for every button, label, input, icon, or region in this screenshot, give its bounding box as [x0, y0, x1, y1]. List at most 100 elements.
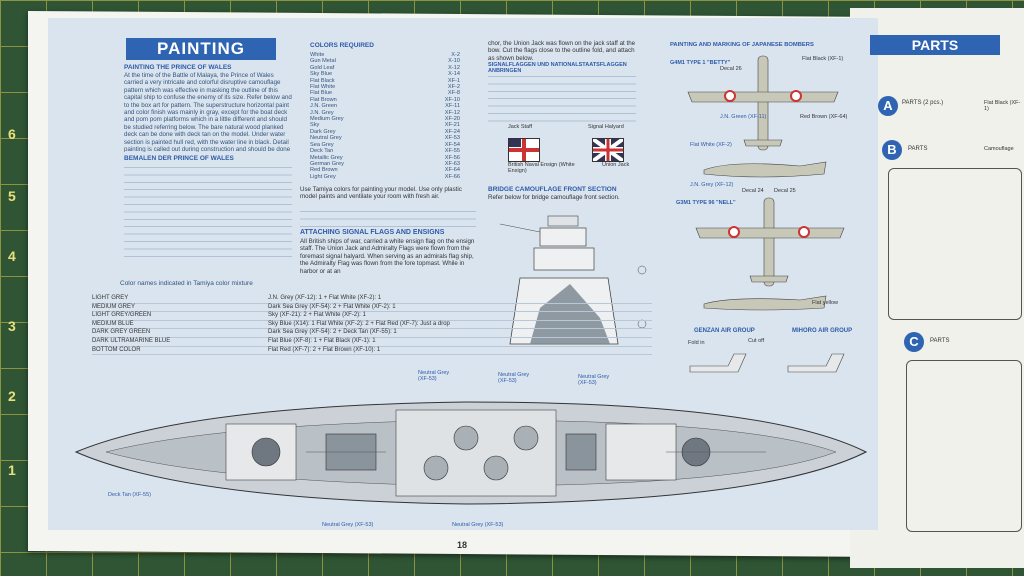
color-name: Neutral Grey — [310, 135, 342, 142]
white-ensign-label: British Naval Ensign (White Ensign) — [508, 162, 575, 174]
mixture-formula: Sky Blue (X14): 1 Flat White (XF-2): 2 +… — [268, 320, 450, 327]
color-name: German Grey — [310, 160, 344, 167]
jn-grey-label: J.N. Grey (XF-12) — [690, 182, 734, 188]
color-code: XF-24 — [444, 128, 460, 135]
color-code: XF-56 — [444, 154, 460, 161]
sprue-c — [906, 360, 1022, 532]
color-code: XF-12 — [444, 109, 460, 116]
color-name: Gun Metal — [310, 58, 336, 65]
color-code: X-12 — [448, 64, 460, 71]
color-name: Sky Blue — [310, 71, 333, 78]
mixture-name: MEDIUM BLUE — [92, 320, 134, 327]
mixture-formula: Dark Sea Grey (XF-54): 2 + Deck Tan (XF-… — [268, 329, 397, 336]
color-code: XF-11 — [445, 103, 460, 110]
color-code: XF-1 — [447, 77, 460, 84]
ruler-number: 6 — [8, 126, 16, 142]
mixture-row: DARK GREY GREEN Dark Sea Grey (XF-54): 2 … — [92, 329, 652, 338]
color-code: XF-53 — [444, 135, 460, 142]
color-row: Dark Grey XF-24 — [310, 129, 460, 135]
decal-label: Decal 26 — [720, 66, 742, 72]
signal-heading: ATTACHING SIGNAL FLAGS AND ENSIGNS — [300, 229, 445, 236]
color-code: XF-66 — [444, 173, 460, 180]
mixture-formula: Flat Blue (XF-8): 1 + Flat Black (XF-1):… — [268, 337, 376, 344]
mihoro-label: MIHORO AIR GROUP — [792, 328, 853, 334]
camouflage-label: Camouflage — [984, 146, 1014, 152]
mixture-table: LIGHT GREY J.N. Grey (XF-12): 1 + Flat Wh… — [92, 295, 652, 356]
color-code: XF-63 — [444, 160, 460, 167]
ruler-number: 5 — [8, 188, 16, 204]
color-name: J.N. Green — [310, 103, 338, 110]
signal-halyard-label: Signal Halyard — [588, 124, 624, 130]
page-title: PAINTING — [126, 38, 276, 60]
color-code: XF-20 — [444, 116, 460, 123]
ship-plan-view — [74, 401, 868, 505]
color-code: XF-64 — [444, 167, 460, 174]
color-code: X-14 — [448, 71, 460, 78]
g3m1-side-diagram — [703, 295, 827, 311]
union-jack-label: Union Jack — [602, 162, 630, 168]
color-name: White — [310, 52, 325, 58]
parts-title: PARTS — [870, 35, 1000, 55]
color-row: German Grey XF-63 — [310, 161, 460, 167]
section-heading-wales: PAINTING THE PRINCE OF WALES — [124, 64, 232, 71]
cut-off-label: Cut off — [748, 338, 765, 344]
signal-paragraph: All British ships of war, carried a whit… — [300, 238, 475, 275]
color-name: Red Brown — [310, 167, 338, 174]
mixture-formula: Dark Sea Grey (XF-54): 2 + Flat White (X… — [268, 303, 396, 310]
mixture-row: MEDIUM BLUE Sky Blue (X14): 1 Flat White … — [92, 321, 652, 330]
jn-green-label: J.N. Green (XF-11) — [720, 114, 767, 120]
g4m1-label: G4M1 TYPE 1 "BETTY" — [670, 60, 731, 66]
color-name: Sky — [310, 122, 320, 129]
mixture-name: DARK GREY GREEN — [92, 329, 151, 336]
neutral-grey-label: Neutral Grey (XF-53) — [418, 370, 450, 382]
flat-black-parts-label: Flat Black (XF-1) — [984, 100, 1021, 112]
page-number: 18 — [457, 540, 468, 550]
mixture-name: LIGHT GREY/GREEN — [92, 312, 152, 319]
parts-a-label: PARTS (2 pcs.) — [902, 100, 944, 106]
parts-c-label: PARTS — [930, 338, 950, 344]
union-jack-paragraph: chor, the Union Jack was flown on the ja… — [488, 40, 636, 62]
color-row: J.N. Green XF-11 — [310, 103, 460, 109]
tamiya-note: Use Tamiya colors for painting your mode… — [300, 186, 462, 201]
colors-required-heading: COLORS REQUIRED — [310, 42, 374, 49]
ruler-number: 1 — [8, 462, 16, 478]
color-code: XF-10 — [444, 96, 460, 103]
color-name: Sea Grey — [310, 141, 334, 148]
wales-paragraph: At the time of the Battle of Malaya, the… — [124, 72, 292, 152]
color-name: Flat Brown — [310, 96, 337, 103]
genzan-tail-diagram — [689, 353, 747, 373]
parts-b-label: PARTS — [908, 146, 928, 152]
mixture-row: MEDIUM GREY Dark Sea Grey (XF-54): 2 + Fl… — [92, 304, 652, 313]
ruler-number: 2 — [8, 388, 16, 404]
parts-b-badge: B — [882, 140, 902, 160]
mixture-formula: J.N. Grey (XF-12): 1 + Flat White (XF-2)… — [268, 295, 382, 301]
mixture-name: MEDIUM GREY — [92, 303, 136, 310]
g3m1-bomber-diagram — [695, 197, 845, 287]
g4m1-side-diagram — [703, 161, 827, 178]
ruler-number: 4 — [8, 248, 16, 264]
g3m1-label: G3M1 TYPE 96 "NELL" — [676, 200, 736, 206]
neutral-grey-label: Neutral Grey (XF-53) — [498, 372, 530, 384]
mixture-name: LIGHT GREY — [92, 295, 129, 301]
color-code: XF-55 — [444, 148, 460, 155]
color-row: Flat Brown XF-10 — [310, 97, 460, 103]
neutral-grey-label: Neutral Grey (XF-53) — [578, 374, 610, 386]
white-ensign-flag — [508, 138, 540, 162]
red-brown-label: Red Brown (XF-64) — [800, 114, 848, 120]
section-heading-bemalen: BEMALEN DER PRINCE OF WALES — [124, 155, 234, 162]
color-name: Flat Black — [310, 77, 335, 84]
mixture-name: BOTTOM COLOR — [92, 346, 141, 353]
tamiya-note-de — [300, 207, 476, 227]
color-name: Dark Grey — [310, 128, 336, 135]
german-paragraph — [124, 163, 292, 263]
signal-paragraph-de — [488, 72, 636, 122]
planes-heading: PAINTING AND MARKING OF JAPANESE BOMBERS — [670, 42, 814, 48]
bridge-heading: BRIDGE CAMOUFLAGE FRONT SECTION — [488, 186, 617, 193]
